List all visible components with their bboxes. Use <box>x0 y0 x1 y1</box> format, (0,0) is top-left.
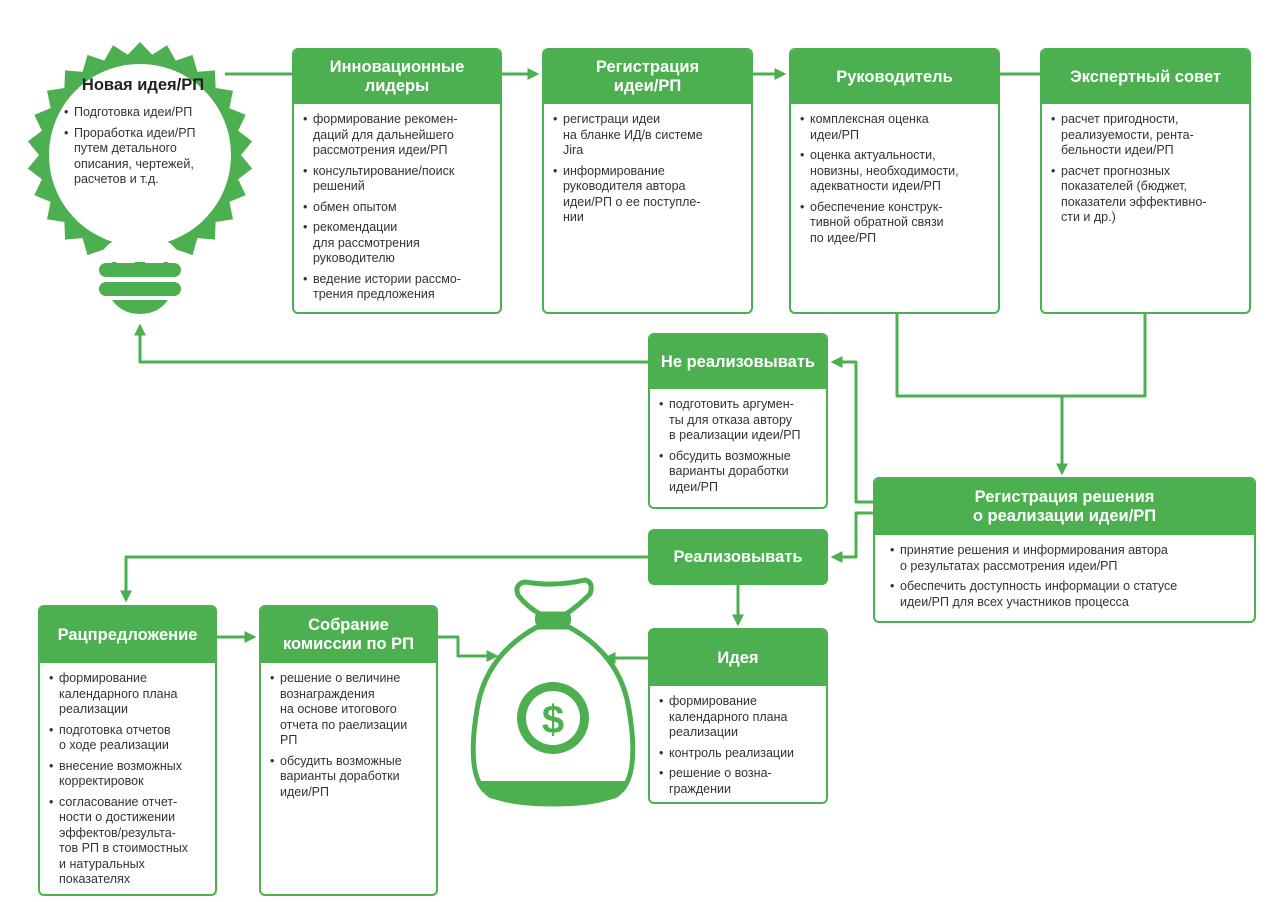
ratsproposal-item: подготовка отчетов о ходе реализации <box>48 723 207 754</box>
manager-item: оценка актуальности, новизны, необходимо… <box>799 148 990 195</box>
new-idea-title: Новая идея/РП <box>81 76 205 94</box>
commission-item: решение о величине вознаграждения на осн… <box>269 671 428 749</box>
commission-items: решение о величине вознаграждения на осн… <box>261 663 436 811</box>
decision-registration-card: Регистрация решения о реализации идеи/РП… <box>873 477 1256 623</box>
manager-card: Руководитель комплексная оценка идеи/РП … <box>789 48 1000 314</box>
registration-item: информирование руководителя автора идеи/… <box>552 164 743 226</box>
idea-card: Идея формирование календарного плана реа… <box>648 628 828 804</box>
ratsproposal-card: Рацпредложение формирование календарного… <box>38 605 217 896</box>
svg-text:$: $ <box>542 698 564 742</box>
manager-item: комплексная оценка идеи/РП <box>799 112 990 143</box>
expert-council-item: расчет прогнозных показателей (бюджет, п… <box>1050 164 1241 226</box>
not-implement-title: Не реализовывать <box>650 335 826 389</box>
registration-title: Регистрация идеи/РП <box>544 50 751 104</box>
commission-item: обсудить возможные варианты доработки ид… <box>269 754 428 801</box>
idea-item: контроль реализации <box>658 746 818 762</box>
innovation-leaders-item: обмен опытом <box>302 200 492 216</box>
commission-title: Собрание комиссии по РП <box>261 607 436 663</box>
expert-council-card: Экспертный совет расчет пригодности, реа… <box>1040 48 1251 314</box>
ratsproposal-title: Рацпредложение <box>40 607 215 663</box>
manager-item: обеспечение конструк- тивной обратной св… <box>799 200 990 247</box>
decision-registration-items: принятие решения и информирования автора… <box>875 535 1254 621</box>
not-implement-items: подготовить аргумен- ты для отказа автор… <box>650 389 826 506</box>
innovation-leaders-card: Инновационные лидеры формирование рекоме… <box>292 48 502 314</box>
idea-item: решение о возна- граждении <box>658 766 818 797</box>
ratsproposal-item: внесение возможных корректировок <box>48 759 207 790</box>
innovation-leaders-title: Инновационные лидеры <box>294 50 500 104</box>
innovation-leaders-item: консультирование/поиск решений <box>302 164 492 195</box>
decision-registration-item: обеспечить доступность информации о стат… <box>889 579 1246 610</box>
not-implement-item: подготовить аргумен- ты для отказа автор… <box>658 397 818 444</box>
dollar-icon: $ <box>517 682 589 754</box>
registration-items: регистраци идеи на бланке ИД/в системе J… <box>544 104 751 237</box>
ratsproposal-items: формирование календарного плана реализац… <box>40 663 215 894</box>
registration-item: регистраци идеи на бланке ИД/в системе J… <box>552 112 743 159</box>
idea-title: Идея <box>650 630 826 686</box>
expert-council-item: расчет пригодности, реализуемости, рента… <box>1050 112 1241 159</box>
innovation-leaders-item: ведение истории рассмо- трения предложен… <box>302 272 492 303</box>
new-idea-item: Проработка идеи/РП путем детального опис… <box>63 126 223 188</box>
decision-registration-item: принятие решения и информирования автора… <box>889 543 1246 574</box>
manager-title: Руководитель <box>791 50 998 104</box>
implement-tag: Реализовывать <box>648 529 828 585</box>
ratsproposal-item: согласование отчет- ности о достижении э… <box>48 795 207 888</box>
new-idea-item: Подготовка идеи/РП <box>63 105 223 121</box>
expert-council-title: Экспертный совет <box>1042 50 1249 104</box>
money-bag-icon: $ <box>470 577 636 807</box>
not-implement-item: обсудить возможные варианты доработки ид… <box>658 449 818 496</box>
innovation-leaders-item: формирование рекомен- даций для дальнейш… <box>302 112 492 159</box>
idea-items: формирование календарного плана реализац… <box>650 686 826 802</box>
registration-card: Регистрация идеи/РП регистраци идеи на б… <box>542 48 753 314</box>
manager-items: комплексная оценка идеи/РП оценка актуал… <box>791 104 998 257</box>
commission-card: Собрание комиссии по РП решение о величи… <box>259 605 438 896</box>
innovation-leaders-items: формирование рекомен- даций для дальнейш… <box>294 104 500 312</box>
innovation-leaders-item: рекомендации для рассмотрения руководите… <box>302 220 492 267</box>
idea-item: формирование календарного плана реализац… <box>658 694 818 741</box>
new-idea-items: Подготовка идеи/РП Проработка идеи/РП пу… <box>63 105 223 188</box>
expert-council-items: расчет пригодности, реализуемости, рента… <box>1042 104 1249 237</box>
new-idea-block: Новая идея/РП Подготовка идеи/РП Прорабо… <box>63 76 223 193</box>
decision-registration-title: Регистрация решения о реализации идеи/РП <box>875 479 1254 535</box>
not-implement-card: Не реализовывать подготовить аргумен- ты… <box>648 333 828 509</box>
ratsproposal-item: формирование календарного плана реализац… <box>48 671 207 718</box>
